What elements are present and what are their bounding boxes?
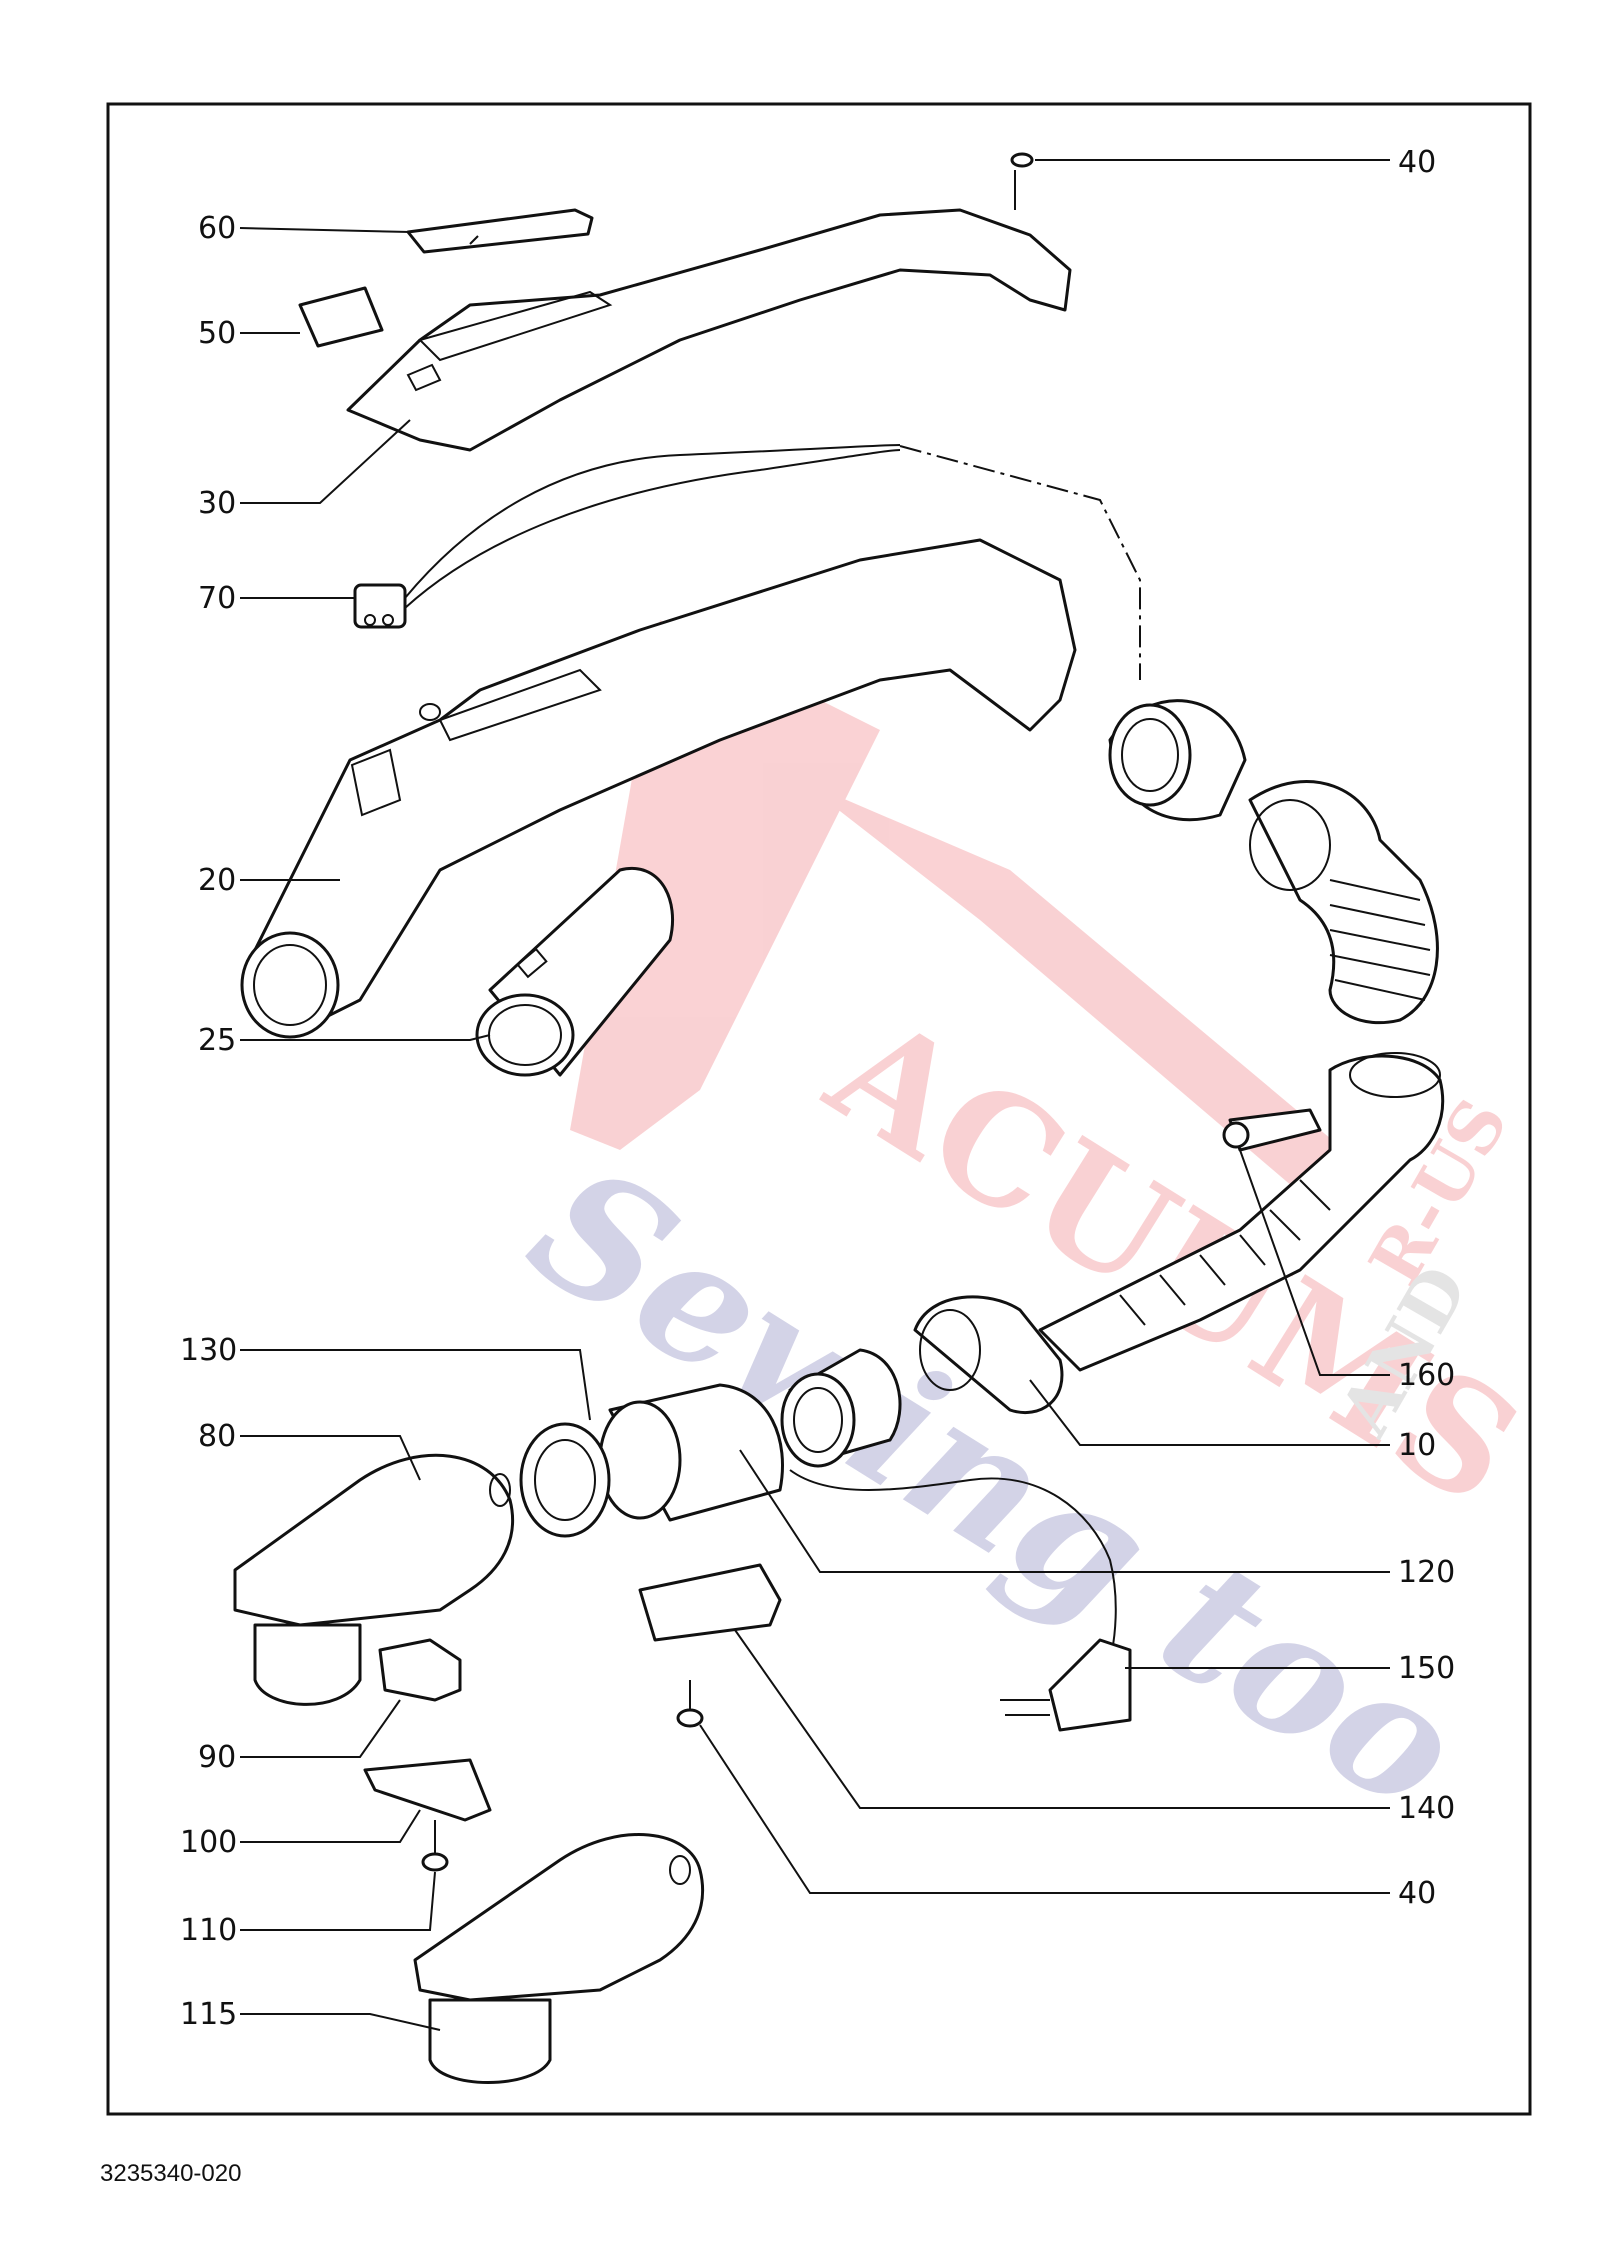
part-115-elbow (413, 1833, 705, 2084)
leader-115 (240, 2013, 441, 2031)
leader-30 (240, 419, 411, 504)
part-upper-connector (1108, 699, 1247, 822)
label-80: 80 (198, 1419, 236, 1454)
leader-60 (239, 227, 411, 233)
label-130: 130 (180, 1333, 237, 1368)
watermark-roof-shape (800, 780, 1380, 1210)
part-70-switch (353, 444, 901, 629)
label-110: 110 (180, 1913, 237, 1948)
label-60: 60 (198, 211, 236, 246)
part-110-screw (421, 1820, 449, 1872)
label-100: 100 (180, 1825, 237, 1860)
part-160-hose (1038, 1052, 1445, 1372)
label-50: 50 (198, 316, 236, 351)
part-upper-hose (1248, 780, 1439, 1025)
part-30-grip-window (418, 290, 613, 362)
leader-110 (240, 1871, 436, 1931)
part-60-cover (406, 208, 594, 254)
part-130-ring (519, 1422, 611, 1538)
part-20-handle-body (240, 538, 1077, 1039)
part-150-cable-plug (789, 1469, 1132, 1732)
label-150: 150 (1398, 1651, 1455, 1686)
label-25: 25 (198, 1023, 236, 1058)
wire-route-dashed (899, 445, 1141, 680)
drawing-number: 3235340-020 (100, 2160, 242, 2187)
part-50-slider (298, 286, 384, 348)
part-30-handle-shell (346, 208, 1072, 452)
leader-130 (240, 1349, 591, 1421)
leader-lines (239, 159, 1390, 2031)
leader-10 (1029, 1379, 1390, 1446)
leader-160 (1239, 1149, 1390, 1376)
part-140-housing (638, 1563, 782, 1642)
label-10: 10 (1398, 1428, 1436, 1463)
part-25-tube (475, 867, 675, 1077)
part-120-sleeve (598, 1383, 784, 1522)
part-90-clip (378, 1638, 462, 1702)
part-60-detail (469, 235, 479, 245)
leader-120 (739, 1449, 1390, 1573)
label-70: 70 (198, 581, 236, 616)
leader-140 (734, 1629, 1390, 1809)
watermark: ACUUMS Sewing too R-US AND (498, 620, 1549, 1851)
label-20: 20 (198, 863, 236, 898)
part-100-bracket (363, 1758, 492, 1822)
label-115: 115 (180, 1997, 237, 2032)
leader-90 (240, 1699, 401, 1758)
part-80-elbow (233, 1453, 515, 1706)
leader-40b (699, 1724, 1390, 1894)
label-40-top: 40 (1398, 145, 1436, 180)
label-120: 120 (1398, 1555, 1455, 1590)
label-30: 30 (198, 486, 236, 521)
part-10-connector (913, 1295, 1064, 1415)
leader-100 (240, 1809, 421, 1843)
label-90: 90 (198, 1740, 236, 1775)
part-coupling-cylinder (780, 1348, 902, 1468)
label-140: 140 (1398, 1791, 1455, 1826)
leader-25 (240, 1034, 491, 1041)
drawing-frame (106, 102, 1532, 2116)
leader-80 (240, 1435, 421, 1481)
part-40-screw-top (1010, 152, 1034, 210)
label-160: 160 (1398, 1358, 1455, 1393)
part-30-slot (406, 363, 442, 392)
label-40-bottom: 40 (1398, 1876, 1436, 1911)
part-40-screw-lower (676, 1680, 704, 1728)
